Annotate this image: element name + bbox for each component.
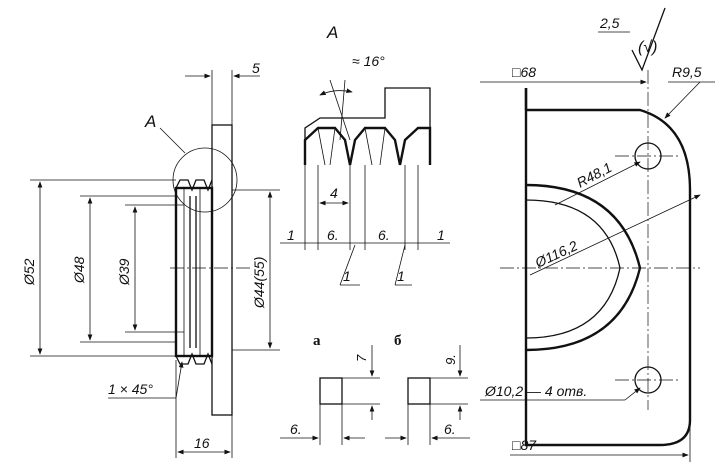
dim-pitch-4: 4 xyxy=(330,185,338,201)
left-section-view xyxy=(30,70,280,458)
roughness-paren: (√) xyxy=(638,39,657,56)
right-plan-view xyxy=(480,7,715,462)
section-label-a: а xyxy=(313,333,321,349)
leader-1b: 1 xyxy=(397,268,405,284)
dim-r-9-5: R9,5 xyxy=(672,64,702,80)
label-view-a-detail: A xyxy=(326,23,338,42)
roughness-value: 2,5 xyxy=(599,15,620,31)
dim-seg-6a: 6. xyxy=(327,227,339,243)
dim-dia-48: Ø48 xyxy=(71,256,87,284)
dim-b-height: 9. xyxy=(443,354,458,365)
dim-a-width: 6. xyxy=(290,421,302,437)
dim-angle-16: ≈ 16° xyxy=(352,53,385,69)
dim-width-16: 16 xyxy=(194,435,210,451)
dim-dia-44-55: Ø44(55) xyxy=(251,257,267,309)
dim-seg-6b: 6. xyxy=(378,227,390,243)
dim-dia-39: Ø39 xyxy=(116,258,132,286)
dim-dia-52: Ø52 xyxy=(21,258,37,286)
dim-b-width: 6. xyxy=(444,421,456,437)
dim-r-48-1: R48,1 xyxy=(574,159,614,191)
section-a xyxy=(280,345,380,445)
label-view-a-main: A xyxy=(144,112,156,131)
dim-dia-116-2: Ø116,2 xyxy=(532,237,581,271)
dim-seg-1a: 1 xyxy=(287,227,295,243)
leader-1a: 1 xyxy=(343,268,351,284)
detail-view-a xyxy=(280,79,450,286)
dim-square-87: □87 xyxy=(512,437,537,453)
section-label-b: б xyxy=(394,333,402,349)
dim-square-68: □68 xyxy=(512,64,536,80)
section-b xyxy=(385,345,470,445)
dim-seg-1b: 1 xyxy=(437,227,445,243)
dim-a-height: 7 xyxy=(354,354,369,362)
dim-holes: Ø10,2 — 4 отв. xyxy=(484,383,587,399)
dim-chamfer: 1 × 45° xyxy=(108,381,153,397)
dim-thickness-5: 5 xyxy=(252,60,260,76)
